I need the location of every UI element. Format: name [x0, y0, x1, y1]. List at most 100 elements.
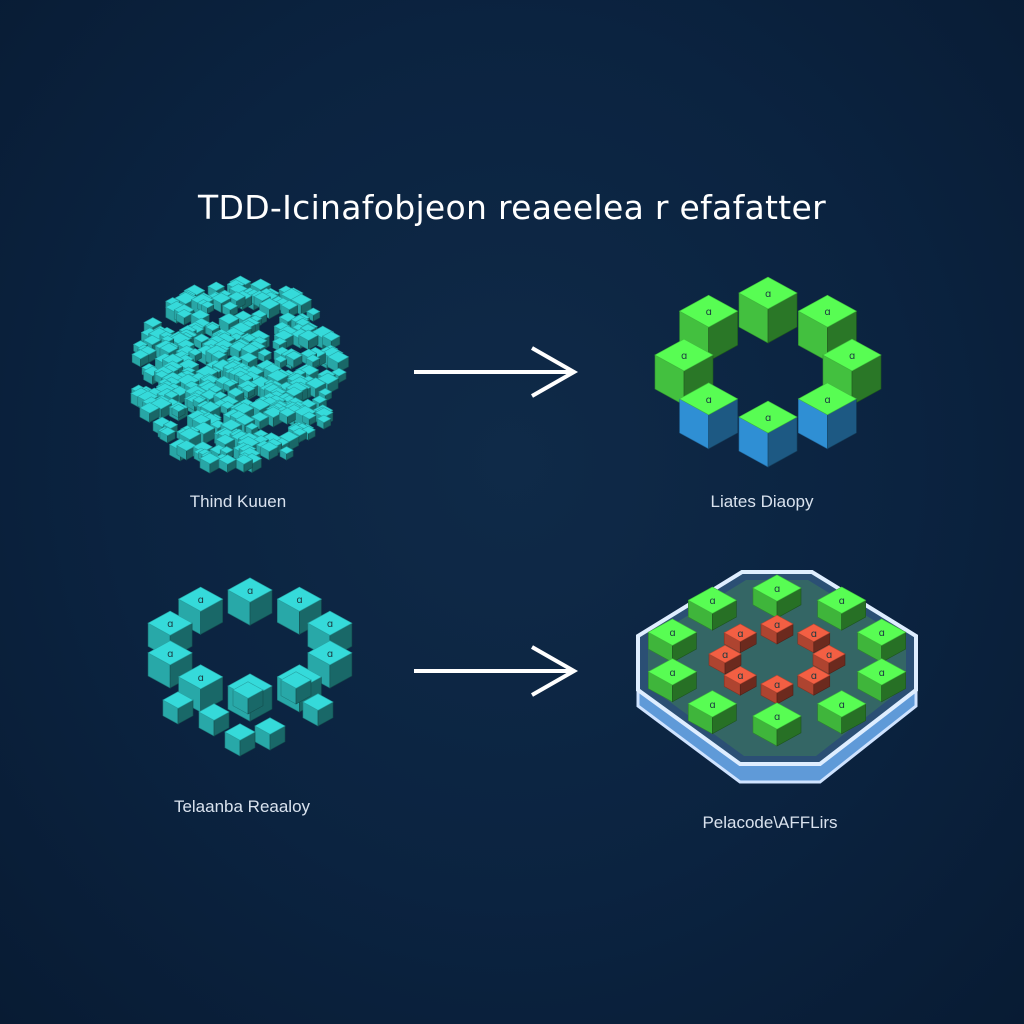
cube-face-top — [178, 427, 202, 440]
green-block: ɑ — [647, 658, 698, 703]
cube-face-top — [314, 407, 334, 418]
green-block: ɑ — [817, 586, 867, 631]
scatter-cube — [139, 402, 160, 423]
cube-face-top — [234, 454, 254, 465]
green-block: ɑ — [856, 658, 907, 703]
cube-glyph-icon: ɑ — [167, 649, 173, 660]
cube-face-top — [238, 352, 258, 363]
cube-face-top — [245, 422, 259, 431]
cube-face-top — [177, 358, 200, 371]
cube-face-top — [797, 623, 831, 642]
ring-cube — [302, 693, 334, 727]
cube-face-top — [738, 400, 798, 434]
cube-face-top — [752, 574, 802, 602]
cube-face-top — [253, 429, 269, 438]
green-block: ɑ — [752, 702, 802, 747]
cube-face-top — [191, 414, 211, 425]
scatter-cube — [316, 414, 332, 430]
scatter-cube — [279, 446, 294, 461]
cube-face-top — [238, 373, 254, 382]
cube-glyph-icon: ɑ — [327, 619, 333, 630]
cube-face-top — [797, 666, 831, 685]
red-block: ɑ — [760, 674, 794, 705]
cube-glyph-icon: ɑ — [737, 629, 743, 640]
cube-glyph-icon: ɑ — [167, 619, 173, 630]
ring-cube — [232, 681, 264, 715]
scatter-cube — [159, 426, 176, 444]
cube-glyph-icon: ɑ — [709, 596, 715, 607]
cube-face-top — [290, 293, 312, 306]
cube-glyph-icon: ɑ — [296, 595, 302, 606]
cube-face-top — [253, 291, 271, 302]
cube-face-top — [678, 294, 739, 328]
cube-face-top — [647, 618, 698, 646]
cube-face-top — [293, 405, 317, 418]
red-block: ɑ — [760, 614, 794, 645]
ring-cube: ɑ — [178, 586, 224, 635]
green-block: ɑ — [817, 690, 867, 735]
red-block: ɑ — [797, 666, 831, 696]
cube-glyph-icon: ɑ — [826, 650, 832, 661]
ring-cube: ɑ — [307, 640, 353, 689]
scatter-cube — [131, 349, 150, 368]
cube-face-top — [164, 390, 179, 399]
cube-face-top — [273, 355, 288, 363]
ring-cube — [224, 723, 256, 757]
scatter-cube — [200, 300, 215, 315]
cube-face-top — [817, 586, 867, 614]
cube-face-top — [232, 681, 264, 699]
cube-face-top — [147, 610, 193, 636]
scatter-cube — [259, 441, 279, 461]
arrow-top — [414, 346, 579, 398]
cube-glyph-icon: ɑ — [737, 671, 743, 682]
cube-face-top — [240, 343, 260, 354]
cube-face-top — [213, 391, 228, 400]
scatter-cube — [327, 350, 350, 374]
panel-label-bottom-right: Pelacode\AFFLirs — [702, 813, 838, 832]
scatter-cube — [278, 407, 296, 425]
scatter-cube — [321, 331, 341, 350]
cube-glyph-icon: ɑ — [774, 712, 780, 723]
ring-cube: ɑ — [227, 577, 273, 626]
red-block: ɑ — [812, 644, 846, 675]
cube-glyph-icon: ɑ — [709, 700, 715, 711]
cube-face-top — [222, 301, 239, 311]
green-block: ɑ — [752, 574, 802, 619]
cube-face-top — [817, 690, 867, 718]
cube-face-top — [133, 340, 149, 349]
ring-block: ɑ — [678, 382, 739, 450]
scatter-cube — [306, 307, 321, 322]
cube-face-top — [220, 418, 242, 431]
cube-face-top — [256, 359, 278, 372]
cube-face-top — [205, 322, 220, 332]
cube-face-top — [327, 350, 350, 363]
cube-face-top — [266, 369, 289, 382]
cube-face-top — [678, 382, 739, 416]
cube-face-top — [241, 333, 258, 343]
cube-glyph-icon: ɑ — [247, 586, 253, 597]
cube-face-top — [224, 723, 256, 741]
green-block: ɑ — [687, 690, 737, 735]
red-block: ɑ — [708, 644, 742, 675]
cube-face-top — [856, 658, 907, 686]
cube-face-top — [218, 312, 240, 325]
cube-glyph-icon: ɑ — [879, 668, 885, 679]
cube-face-top — [302, 693, 334, 711]
panel-label-bottom-left: Telaanba Reaaloy — [173, 797, 311, 816]
ring-block: ɑ — [738, 276, 798, 344]
cube-face-top — [306, 307, 321, 316]
cube-face-top — [723, 623, 757, 642]
cube-glyph-icon: ɑ — [198, 673, 204, 684]
cube-glyph-icon: ɑ — [824, 395, 830, 406]
cube-glyph-icon: ɑ — [849, 351, 855, 362]
scatter-cube — [234, 454, 254, 473]
cube-face-top — [163, 420, 179, 429]
cube-face-top — [738, 276, 798, 310]
cube-face-top — [300, 348, 318, 359]
cube-face-top — [210, 292, 232, 304]
cube-face-top — [280, 300, 299, 310]
cube-face-top — [159, 426, 176, 436]
scatter-cube — [171, 403, 186, 419]
